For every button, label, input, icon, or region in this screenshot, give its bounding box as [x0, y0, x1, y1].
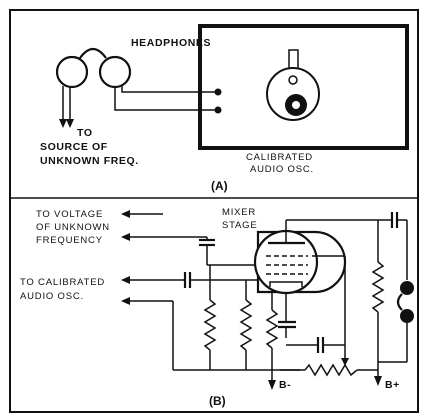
- figure-frame: [9, 9, 419, 413]
- coupling-capacitor-calibrated: [183, 272, 246, 288]
- output-headphones: [378, 281, 414, 363]
- screen-bypass-capacitor: [286, 337, 345, 353]
- panel-b: TO VOLTAGE OF UNKNOWN FREQUENCY MIXER ST…: [20, 207, 414, 408]
- plate-load-resistor: [371, 220, 385, 386]
- earpiece-right: [98, 55, 132, 89]
- calibrated-audio-oscillator: [198, 24, 409, 150]
- cathode-resistor: [265, 292, 279, 390]
- voltage-label-line3: FREQUENCY: [36, 235, 103, 246]
- b-minus-label: B-: [279, 379, 291, 391]
- source-label-line1: TO: [77, 127, 93, 139]
- headphones-label: HEADPHONES: [131, 37, 211, 49]
- terminal-upper: [214, 88, 222, 96]
- output-capacitor: [378, 212, 408, 280]
- headphones: [55, 47, 132, 89]
- earpiece-left: [55, 55, 89, 89]
- caption-a: (A): [211, 179, 228, 193]
- oscillator-label-line2: AUDIO OSC.: [250, 164, 314, 175]
- panel-a: HEADPHONES TO SOURCE OF UNKNOWN FREQ.: [40, 24, 409, 193]
- grid-resistor-2: [239, 280, 253, 370]
- calibrated-label-line1: TO CALIBRATED: [20, 277, 105, 288]
- dial-knob: [266, 49, 320, 121]
- cathode-bypass-capacitor: [278, 292, 296, 338]
- mixer-tube: [253, 220, 347, 295]
- calibrated-label-line2: AUDIO OSC.: [20, 291, 84, 302]
- screen-potentiometer: [280, 255, 378, 377]
- source-label-line3: UNKNOWN FREQ.: [40, 155, 139, 167]
- mixer-label-line1: MIXER: [222, 207, 256, 218]
- b-plus-label: B+: [385, 379, 400, 391]
- source-label-line2: SOURCE OF: [40, 141, 108, 153]
- source-leads: [59, 86, 74, 128]
- grid-resistor-1: [203, 265, 217, 370]
- headband: [79, 47, 107, 59]
- caption-b: (B): [209, 394, 226, 408]
- voltage-label-line1: TO VOLTAGE: [36, 209, 103, 220]
- voltage-label-line2: OF UNKNOWN: [36, 222, 110, 233]
- oscillator-label-line1: CALIBRATED: [246, 152, 313, 163]
- terminal-lower: [214, 106, 222, 114]
- coupling-capacitor-unknown: [199, 237, 215, 265]
- mixer-label-line2: STAGE: [222, 220, 258, 231]
- input-arrows: [121, 210, 207, 305]
- oscillator-leads: [114, 86, 218, 111]
